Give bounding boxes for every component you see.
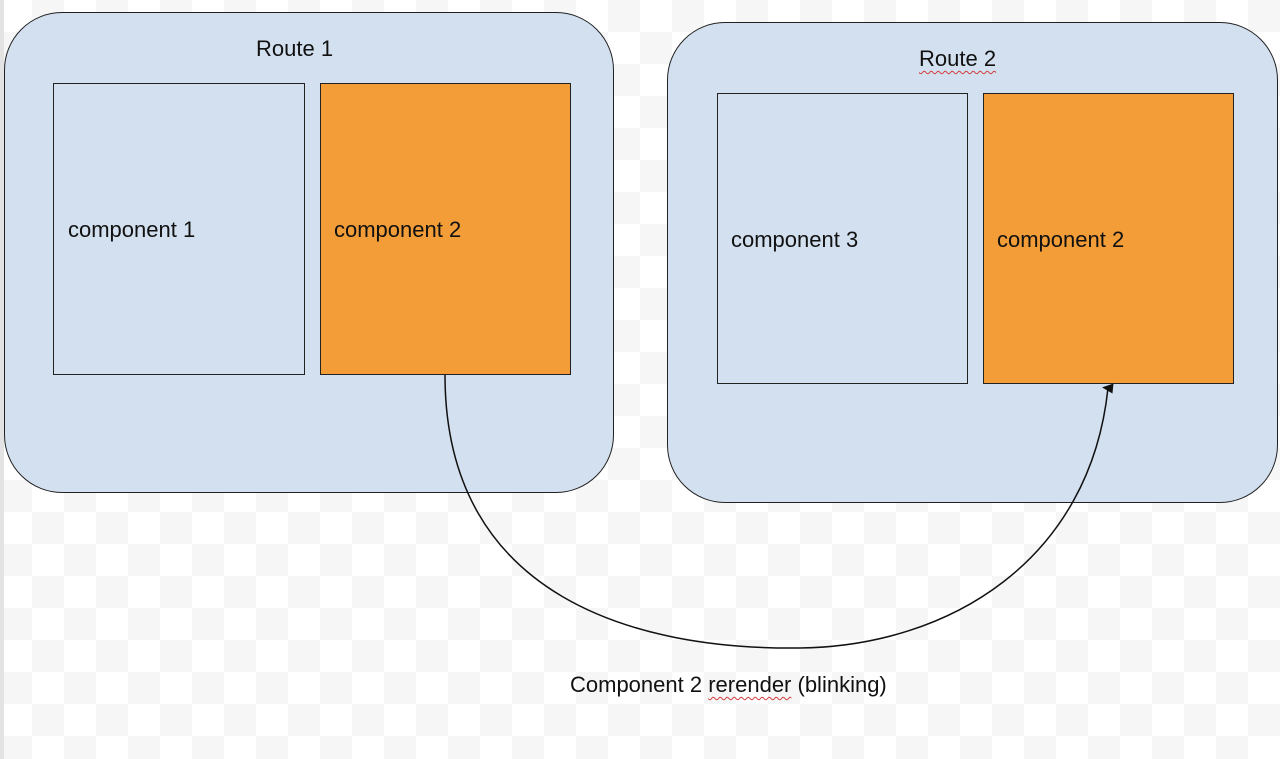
route-2-component-3-label: component 3 bbox=[731, 227, 859, 252]
route-2-component-2-label: component 2 bbox=[997, 227, 1125, 252]
left-edge-border bbox=[0, 0, 4, 759]
route-2-title-text: Route 2 bbox=[919, 46, 997, 71]
route-1-component-1-box bbox=[53, 83, 305, 375]
transition-caption: Component 2 rerender (blinking) bbox=[570, 672, 887, 698]
route-2-component-3-box bbox=[717, 93, 968, 384]
route-1-component-2-box bbox=[320, 83, 571, 375]
caption-suffix: (blinking) bbox=[797, 672, 887, 697]
route-2-component-2-box bbox=[983, 93, 1234, 384]
route-1-title: Route 1 bbox=[256, 36, 334, 61]
route-1-component-1-label: component 1 bbox=[68, 217, 196, 242]
caption-prefix: Component 2 bbox=[570, 672, 703, 697]
route-1-component-2-label: component 2 bbox=[334, 217, 462, 242]
caption-flagged-word: rerender bbox=[708, 672, 792, 697]
route-2-title: Route 2 bbox=[919, 46, 996, 72]
